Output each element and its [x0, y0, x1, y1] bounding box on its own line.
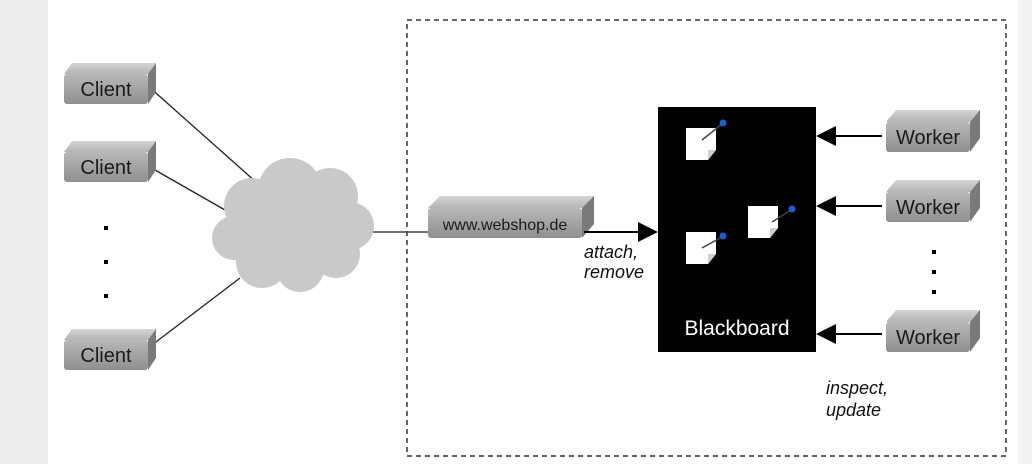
- worker-label-2: Worker: [896, 197, 960, 219]
- right-margin: [1018, 0, 1032, 464]
- worker-ellipsis: [932, 250, 936, 294]
- client-node-3: Client: [64, 329, 156, 370]
- blackboard-label: Blackboard: [684, 317, 789, 340]
- client-node-2: Client: [64, 141, 156, 182]
- left-margin: [0, 0, 48, 464]
- internet-cloud: [212, 158, 374, 292]
- client-label-1: Client: [80, 79, 132, 101]
- note-icon: [686, 232, 727, 264]
- client-label-3: Client: [80, 345, 132, 367]
- note-icon: [686, 119, 727, 160]
- inspect-label: inspect,: [826, 378, 888, 398]
- edge-client1-cloud: [147, 85, 266, 191]
- client-ellipsis: [104, 226, 108, 298]
- remove-label: remove: [584, 262, 644, 282]
- edge-client2-cloud: [147, 165, 233, 215]
- worker-node-1: Worker: [886, 110, 980, 152]
- client-label-2: Client: [80, 157, 132, 179]
- blackboard: Blackboard: [658, 107, 816, 352]
- client-node-1: Client: [64, 63, 156, 104]
- attach-label: attach,: [584, 242, 638, 262]
- webshop-server-node: www.webshop.de: [428, 196, 594, 238]
- worker-node-3: Worker: [886, 310, 980, 352]
- edge-client3-cloud: [147, 277, 241, 349]
- system-boundary: [406, 19, 1007, 457]
- worker-label-1: Worker: [896, 127, 960, 149]
- worker-node-2: Worker: [886, 180, 980, 222]
- note-icon: [748, 205, 796, 238]
- update-label: update: [826, 400, 881, 420]
- server-label: www.webshop.de: [442, 217, 568, 234]
- worker-label-3: Worker: [896, 327, 960, 349]
